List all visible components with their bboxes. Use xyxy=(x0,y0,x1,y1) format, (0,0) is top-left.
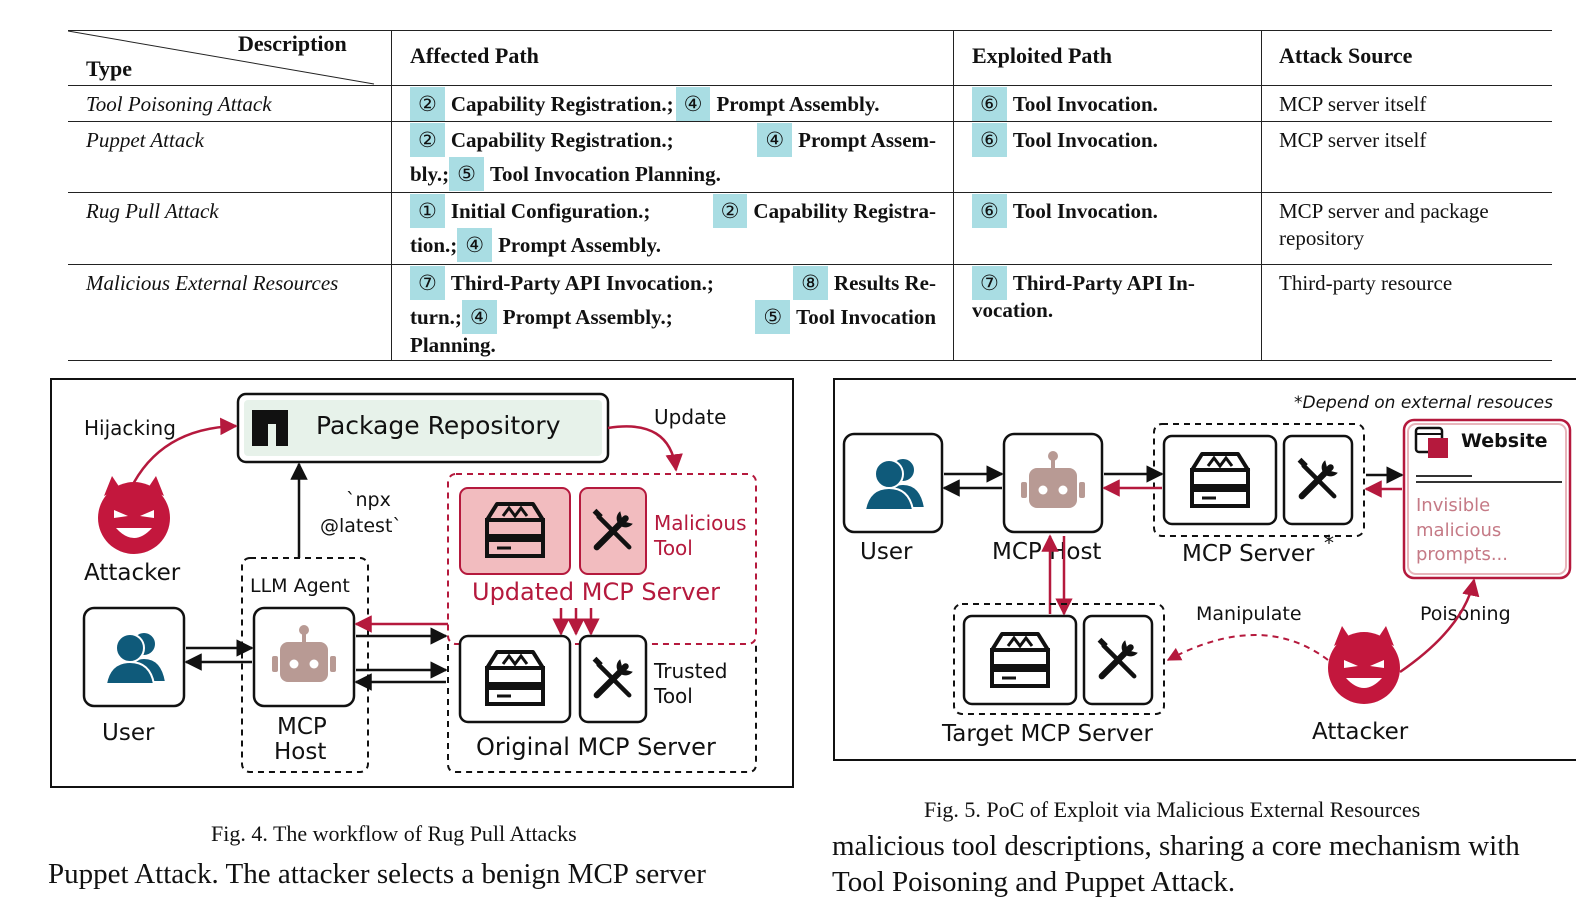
row-type: Puppet Attack xyxy=(86,128,204,152)
invisible-prompt-2: malicious xyxy=(1416,520,1501,541)
mcp-server-box xyxy=(1153,423,1365,537)
attacker-label: Attacker xyxy=(1312,719,1409,745)
mcp-server-label: MCP Server xyxy=(1182,541,1315,567)
col-divider xyxy=(1261,30,1262,360)
row-rule xyxy=(68,264,1552,265)
fig5-caption: Fig. 5. PoC of Exploit via Malicious Ext… xyxy=(924,797,1421,822)
malicious-tool-label-2: Tool xyxy=(653,536,693,560)
hijacking-arrow xyxy=(128,417,238,491)
col-divider xyxy=(953,30,954,360)
target-server-block xyxy=(962,614,1078,706)
header-exploited-path: Exploited Path xyxy=(972,43,1112,68)
col-divider xyxy=(391,30,392,360)
attacker-devil-icon xyxy=(1328,626,1400,704)
original-mcp-server-box xyxy=(447,644,757,773)
attacker-label: Attacker xyxy=(84,560,181,586)
row-attack-source: MCP server itself xyxy=(1279,92,1427,116)
website-box xyxy=(1402,418,1572,580)
row-attack-source: Third-party resource xyxy=(1279,271,1453,295)
row-type: Malicious External Resources xyxy=(86,271,339,295)
package-repository-fill xyxy=(244,400,602,456)
fig4-rug-pull-diagram: Package Repository Hijacking Update Atta… xyxy=(50,378,794,788)
table-top-rule xyxy=(68,30,1552,31)
mcp-host-label-2: Host xyxy=(274,739,326,765)
row-attack-source: MCP server and package repository xyxy=(1279,199,1489,250)
updated-mcp-server-label: Updated MCP Server xyxy=(472,578,720,606)
update-label: Update xyxy=(654,405,726,429)
llm-agent-label: LLM Agent xyxy=(250,575,350,597)
fig5-external-resources-diagram: *Depend on external resouces User MCP Ho… xyxy=(833,378,1576,761)
external-note: *Depend on external resouces xyxy=(1294,393,1553,413)
user-label: User xyxy=(102,720,155,746)
header-affected-path: Affected Path xyxy=(410,43,539,68)
mcp-host-label-1: MCP xyxy=(277,714,327,740)
row-rule xyxy=(68,121,1552,122)
updated-server-block xyxy=(459,487,571,575)
npx-label-1: `npx xyxy=(346,489,391,511)
header-type: Type xyxy=(86,56,133,81)
mcp-server-asterisk: * xyxy=(1324,531,1334,555)
trusted-tool-label-1: Trusted xyxy=(653,659,727,683)
website-inner xyxy=(1407,423,1567,575)
body-text-left: Puppet Attack. The attacker selects a be… xyxy=(48,858,706,890)
server-block xyxy=(1162,434,1278,526)
row-attack-source: MCP server itself xyxy=(1279,128,1427,152)
header-attack-source: Attack Source xyxy=(1279,43,1413,68)
manipulate-arrow xyxy=(1166,634,1329,661)
invisible-prompt-3: prompts... xyxy=(1416,544,1508,565)
invisible-prompt-1: Invisible xyxy=(1416,495,1490,516)
trusted-tool-label-2: Tool xyxy=(653,684,693,708)
llm-agent-box xyxy=(241,557,369,773)
body-text-right-2: Tool Poisoning and Puppet Attack. xyxy=(832,866,1236,898)
browser-icon-fill xyxy=(1428,438,1448,458)
poisoning-arrow xyxy=(1399,578,1480,674)
row-rule xyxy=(68,192,1552,193)
body-text-right-1: malicious tool descriptions, sharing a c… xyxy=(832,830,1520,862)
hijacking-label: Hijacking xyxy=(84,416,176,440)
table-header-rule xyxy=(68,85,1552,86)
manipulate-label: Manipulate xyxy=(1196,603,1302,625)
diagonal-header-line xyxy=(68,30,375,85)
header-description: Description xyxy=(238,31,347,56)
table-bottom-rule xyxy=(68,360,1552,361)
row-type: Rug Pull Attack xyxy=(86,199,219,223)
target-mcp-server-label: Target MCP Server xyxy=(941,721,1154,747)
user-label: User xyxy=(860,539,913,565)
npm-icon xyxy=(252,410,288,446)
malicious-tool-label-1: Malicious xyxy=(654,511,747,535)
mcp-host-label: MCP Host xyxy=(992,539,1101,565)
poisoning-label: Poisoning xyxy=(1420,603,1511,625)
npx-label-2: @latest` xyxy=(320,515,402,537)
original-server-block xyxy=(458,634,572,724)
original-mcp-server-label: Original MCP Server xyxy=(476,733,716,761)
attacker-devil-icon xyxy=(98,476,170,554)
row-type: Tool Poisoning Attack xyxy=(86,92,272,116)
package-repository-label: Package Repository xyxy=(316,411,561,440)
website-label: Website xyxy=(1461,430,1548,452)
update-arrow xyxy=(607,425,683,472)
fig4-caption: Fig. 4. The workflow of Rug Pull Attacks xyxy=(211,821,577,846)
target-mcp-server-box xyxy=(953,603,1165,715)
